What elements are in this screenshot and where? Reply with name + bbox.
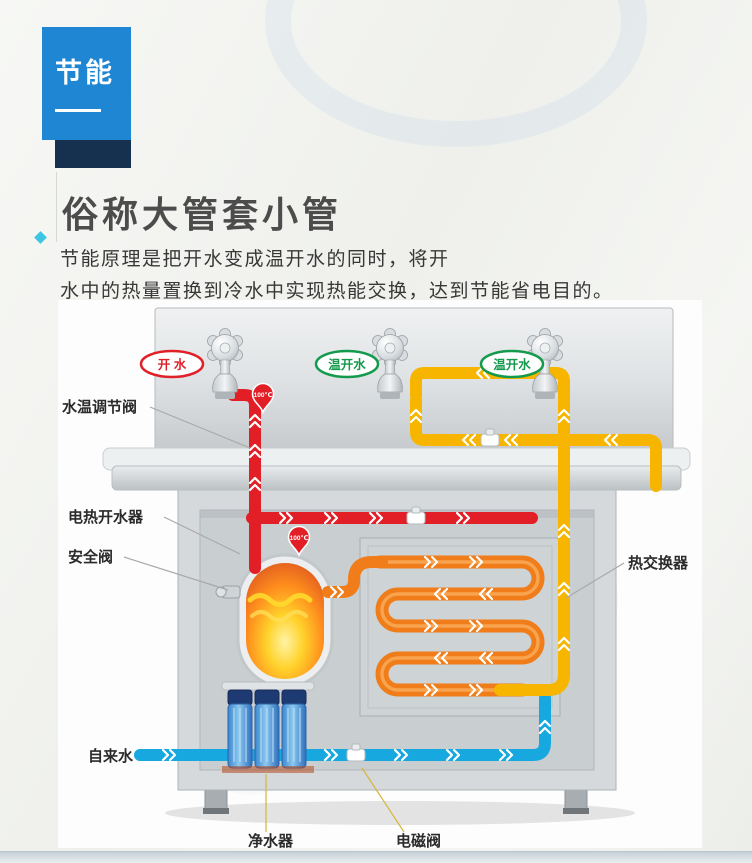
- accent-diamond-icon: [34, 231, 47, 244]
- faucet-label-warm-1: 温开水: [314, 349, 380, 379]
- badge-underline: [55, 109, 101, 112]
- temp-badge-text: 100℃: [290, 534, 309, 542]
- counter-top: [102, 447, 691, 491]
- boiler-to-coil-pipe: [322, 556, 388, 598]
- warm-pipe-main: [410, 394, 662, 492]
- faucet-label-text: 开 水: [158, 357, 187, 372]
- callout-safety-valve: 安全阀: [68, 548, 113, 566]
- callout-leader-lines: [123, 406, 625, 833]
- warm-pipe-coil-riser: [494, 436, 570, 696]
- callout-temp-valve: 水温调节阀: [62, 398, 137, 416]
- filter-cartridge: [254, 689, 280, 769]
- water-dispenser-diagram: 100℃ 100℃ 开 水 温开水 温开水: [58, 300, 702, 850]
- callout-purifier: 净水器: [248, 832, 294, 850]
- watermark-logo: [265, 0, 647, 147]
- coil-highlight: [380, 560, 540, 692]
- description-line2: 水中的热量置换到冷水中实现热能交换，达到节能省电目的。: [60, 281, 614, 302]
- faucet-label-text: 温开水: [328, 357, 366, 372]
- faucet-label-hot: 开 水: [139, 349, 205, 379]
- machine-shadow: [165, 801, 635, 825]
- description-line1: 节能原理是把开水变成温开水的同时，将开: [60, 249, 450, 270]
- faucet-label-warm-2: 温开水: [479, 349, 545, 379]
- hot-pipe-riser: [227, 389, 261, 574]
- temp-badge-100: 100℃: [251, 382, 275, 415]
- callout-boiler: 电热开水器: [68, 508, 144, 526]
- temp-badge-100: 100℃: [287, 525, 311, 558]
- filter-cartridge: [227, 689, 253, 769]
- callout-solenoid-valve: 电磁阀: [396, 832, 441, 850]
- temp-badge-text: 100℃: [254, 391, 273, 399]
- callout-heat-exchanger: 热交换器: [628, 554, 689, 572]
- energy-badge: 节能: [42, 27, 131, 140]
- water-purifier-filters: [221, 681, 315, 773]
- boiler-tank: [236, 553, 334, 689]
- callout-tap-water: 自来水: [88, 747, 134, 765]
- boiler-fire: [246, 563, 324, 679]
- filter-cartridge: [281, 689, 307, 769]
- faucet-label-text: 温开水: [493, 357, 531, 372]
- callout-labels: 水温调节阀 电热开水器 安全阀 热交换器 自来水 净水器 电磁阀: [62, 398, 689, 850]
- hot-water-pipes: [227, 389, 538, 574]
- bottom-strip: [0, 851, 752, 863]
- badge-label: 节能: [55, 58, 115, 88]
- section-title: 俗称大管套小管: [62, 194, 343, 235]
- divider-line: [56, 172, 57, 242]
- machine-legs: [203, 789, 589, 814]
- filter-base: [222, 766, 314, 773]
- cold-water-pipe: [134, 692, 551, 761]
